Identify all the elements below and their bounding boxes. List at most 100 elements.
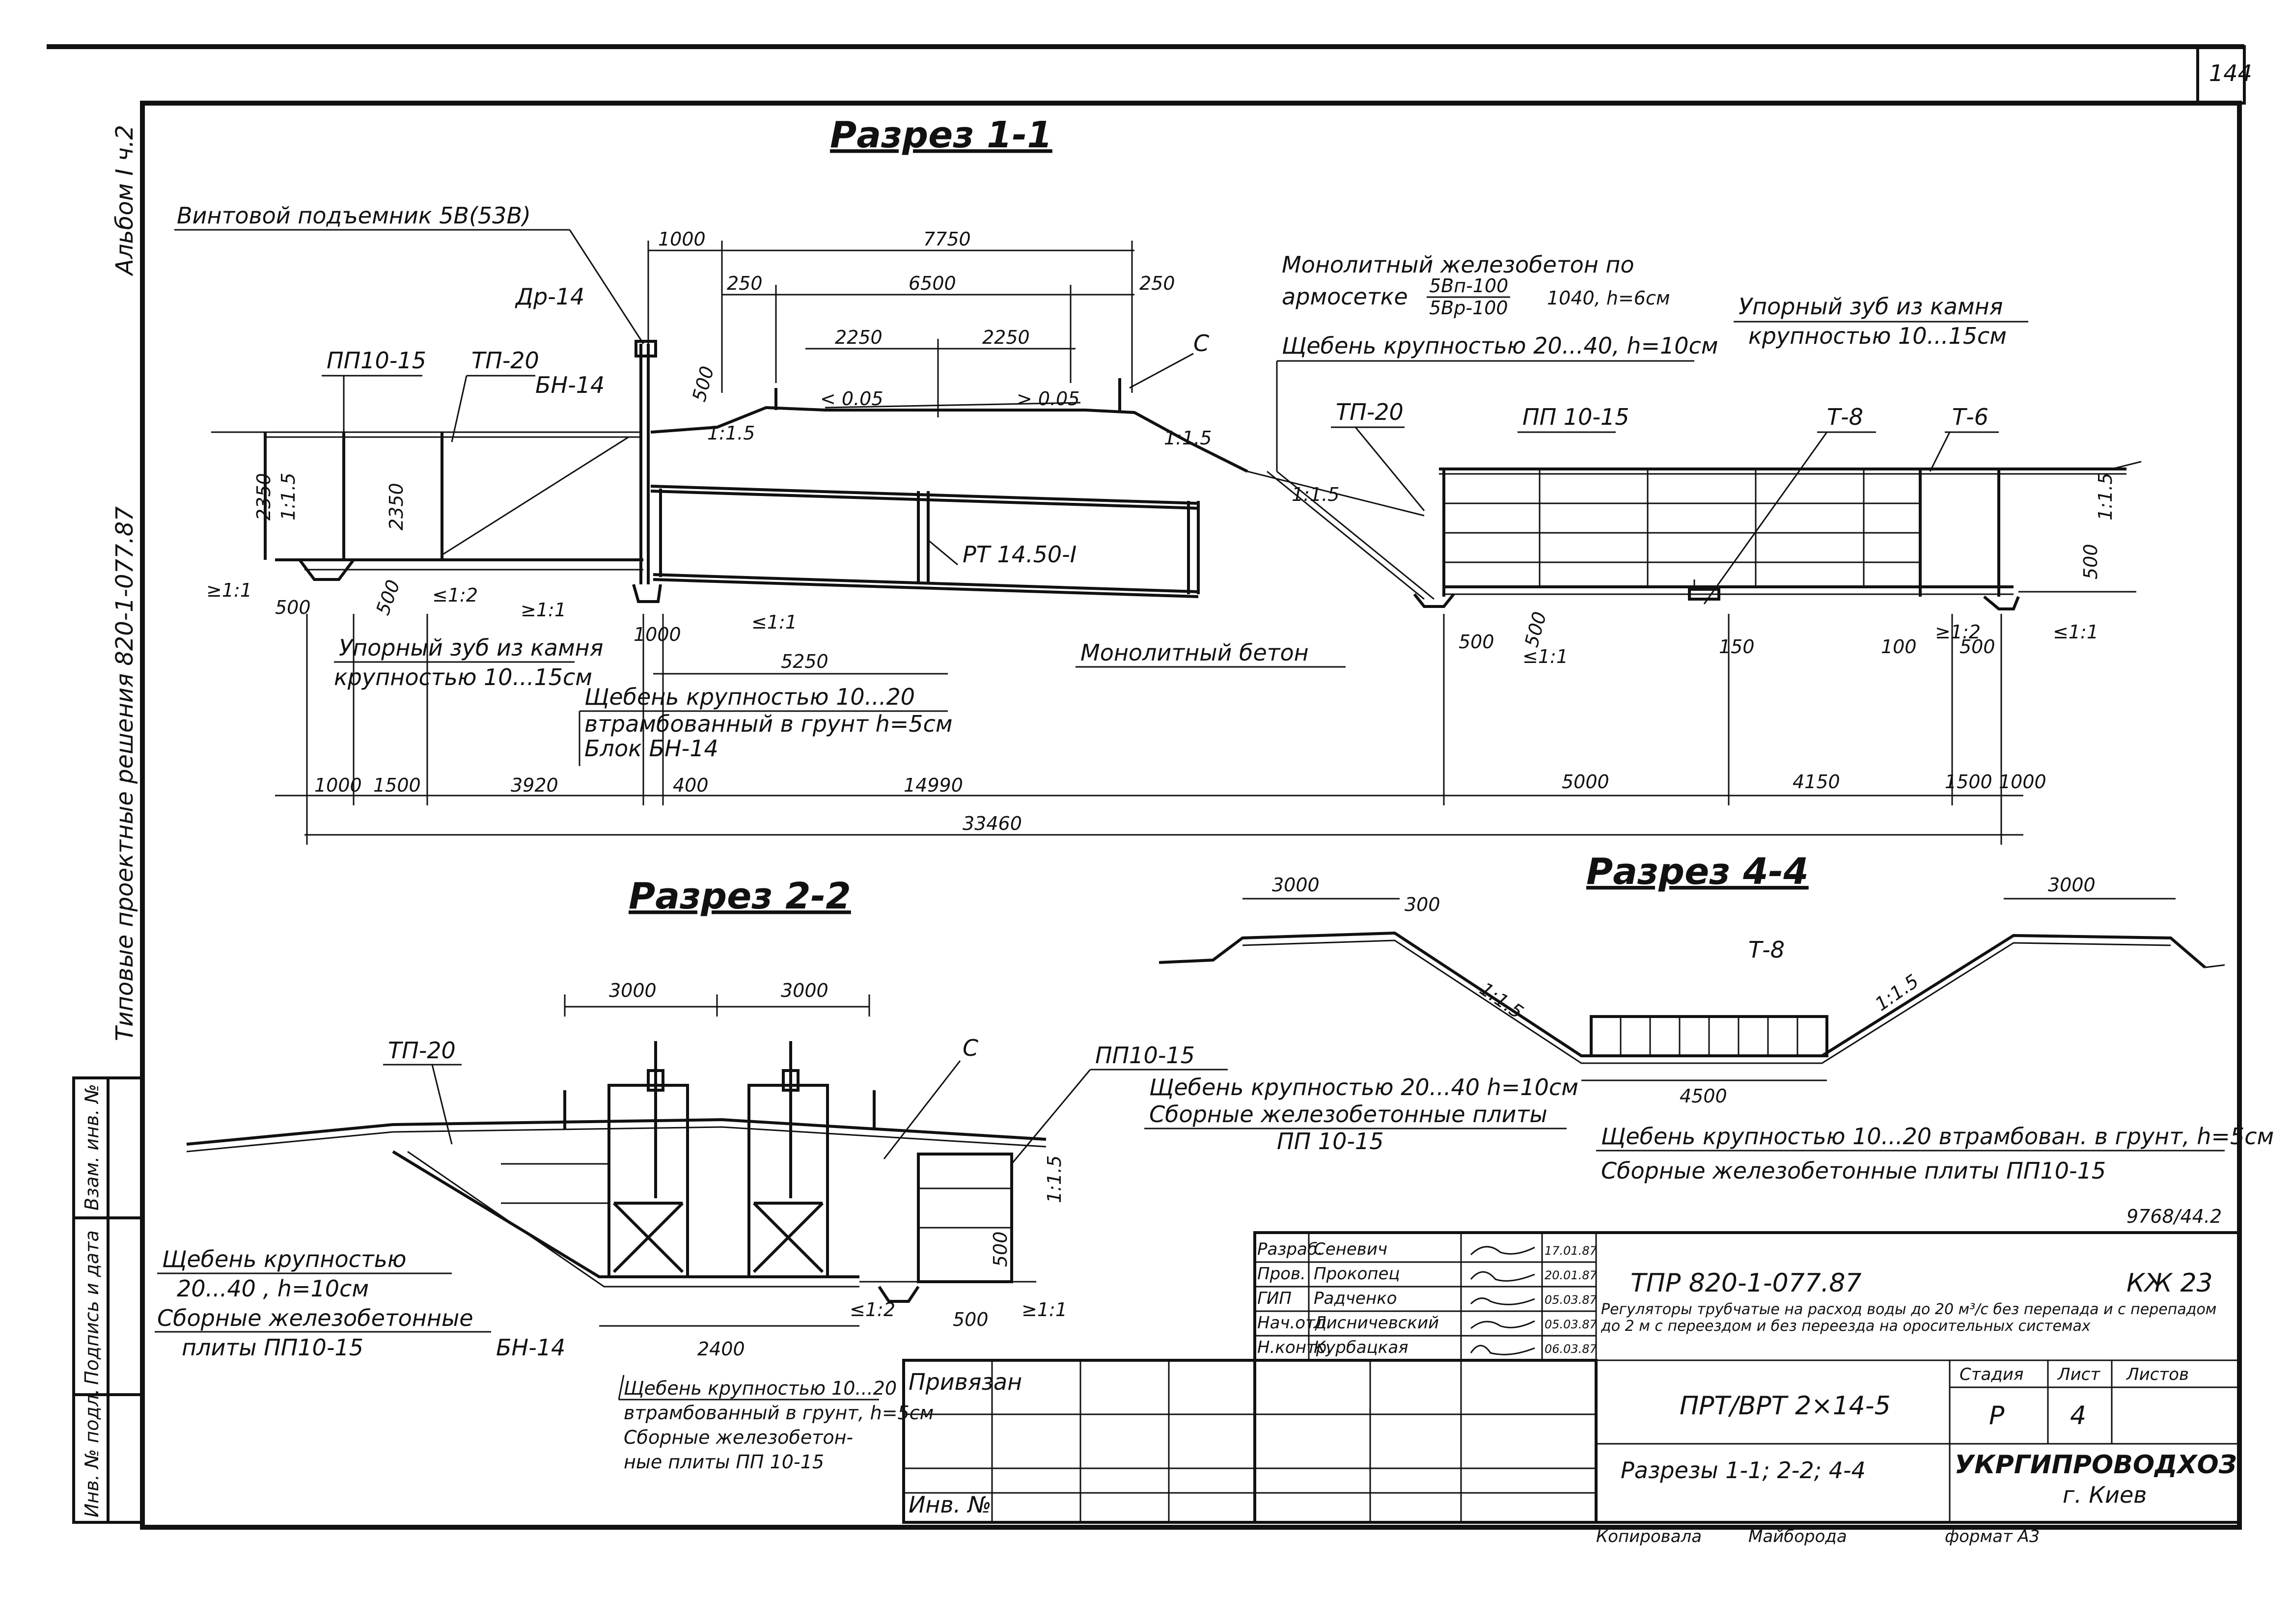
date-1: 20.01.87 [1545, 1268, 1598, 1282]
sheet-code: КЖ 23 [2126, 1268, 2213, 1298]
s22-bot-2: втрамбованный в грунт, h=5см [624, 1402, 934, 1424]
dim-bot-3920: 3920 [511, 774, 558, 796]
top-dimensions: 1000 7750 250 6500 250 2250 2250 500 [647, 228, 1175, 427]
dim-mid-500b: 500 [372, 577, 404, 618]
section-1-1: Разрез 1-1 Винтовой подъемник 5В(53В) 10… [174, 114, 2142, 845]
dim-mid-5250: 5250 [781, 651, 828, 672]
inv-no: Инв. № [909, 1491, 992, 1518]
mono-concrete: Монолитный бетон [1080, 639, 1309, 666]
dim-mid-slope: 1:1.5 [277, 473, 299, 521]
label-dr14: Др-14 [515, 283, 584, 310]
side-replace: Взам. инв. № [81, 1084, 103, 1211]
name-1: Прокопец [1314, 1264, 1400, 1284]
dim-mid-slope-r: 1:1.5 [2095, 473, 2116, 521]
sheet-value: 4 [2070, 1401, 2086, 1431]
dim-bot-1000a: 1000 [314, 774, 362, 796]
dim-bot-1500a: 1500 [373, 774, 421, 796]
stage-value: Р [1989, 1401, 2005, 1431]
slope-r6: 1:1.5 [1164, 427, 1212, 449]
mesh-top: 5Вп-100 [1429, 275, 1508, 297]
s44-t8: Т-8 [1748, 936, 1785, 963]
content: Разрезы 1-1; 2-2; 4-4 [1621, 1457, 1866, 1484]
label-tp2: ТП-20 [1336, 399, 1404, 425]
side-series: Типовые проектные решения 820-1-077.87 [111, 506, 138, 1041]
label-pp2: ПП 10-15 [1522, 404, 1629, 430]
dim-bot-4150: 4150 [1793, 771, 1840, 793]
s22-bot-1: Щебень крупностью 10...20 [624, 1377, 897, 1399]
description: Регуляторы трубчатые на расход воды до 2… [1601, 1301, 2217, 1335]
gravel-bottom-2: втрамбованный в грунт h=5см [584, 711, 953, 737]
s22-dim-slope: 1:1.5 [1044, 1156, 1065, 1203]
s22-tp: ТП-20 [388, 1037, 456, 1064]
s22-bot-4: ные плиты ПП 10-15 [624, 1451, 824, 1473]
dim-top-500: 500 [688, 364, 718, 404]
slope-r4: ≤1:1 [751, 611, 797, 633]
stop-tooth-left-1: Упорный зуб из камня [339, 634, 603, 661]
name-4: Курбацкая [1314, 1338, 1408, 1357]
s44-dim-300: 300 [1405, 894, 1440, 915]
monolith-line3: 1040, h=6см [1547, 287, 1670, 309]
gravel-top: Щебень крупностью 20...40, h=10см [1282, 332, 1718, 359]
dim-mid-500d: 500 [1520, 609, 1550, 649]
dim-top-250b: 250 [1139, 273, 1175, 294]
dim-bot-14990: 14990 [904, 774, 963, 796]
slope-r8: ≤1:1 [1522, 646, 1568, 667]
item-code: ПРТ/ВРТ 2×14-5 [1680, 1391, 1891, 1421]
slope-r2: ≤1:2 [432, 584, 478, 606]
dim-bot-1000b: 1000 [1999, 771, 2046, 793]
dim-mid-500e: 500 [1960, 636, 1995, 658]
label-t8: Т-8 [1827, 404, 1863, 430]
slope-r9: ≥1:2 [1935, 621, 1981, 643]
dim-bot-400: 400 [673, 774, 709, 796]
label-t6: Т-6 [1952, 404, 1988, 430]
org-name: УКРГИПРОВОДХОЗ [1955, 1450, 2237, 1480]
dim-bot-5000: 5000 [1562, 771, 1609, 793]
s22-dim-3000a: 3000 [609, 980, 657, 1001]
s22-bot-3: Сборные железобетон- [624, 1427, 853, 1448]
s22-bn: БН-14 [496, 1334, 565, 1361]
slope-r1: ≥1:1 [206, 579, 252, 601]
dim-top-6500: 6500 [909, 273, 956, 294]
slope-ratios: ≥1:1 ≤1:2 ≥1:1 ≤1:1 1:1.5 1:1.5 1:1.5 ≤1… [206, 422, 2098, 667]
dim-mid-2350a: 2350 [253, 473, 275, 521]
dim-mid-150: 150 [1719, 636, 1755, 658]
slope-r5: 1:1.5 [707, 422, 755, 444]
slope-r10: ≤1:1 [2053, 621, 2098, 643]
dim-mid-100: 100 [1881, 636, 1917, 658]
sheet-header: Лист [2057, 1365, 2100, 1384]
role-2: ГИП [1257, 1289, 1292, 1308]
s44-slope-l: 1:1.5 [1476, 978, 1527, 1023]
date-0: 17.01.87 [1545, 1244, 1598, 1258]
gravel-bottom-1: Щебень крупностью 10...20 [584, 684, 915, 710]
name-0: Сеневич [1314, 1239, 1387, 1259]
s22-slope-2: ≥1:1 [1021, 1299, 1067, 1321]
dim-top-1000: 1000 [658, 228, 706, 250]
slope-right: > 0.05 [1017, 388, 1080, 410]
side-strip: Альбом I ч.2 Типовые проектные решения 8… [72, 125, 144, 1524]
section-1-1-title: Разрез 1-1 [830, 114, 1052, 156]
side-sign: Подпись и дата [81, 1230, 103, 1385]
s22-gravel-pp-1: Щебень крупностью 20...40 h=10см [1149, 1074, 1578, 1101]
side-inv: Инв. № подл. [81, 1389, 103, 1517]
mesh-bottom: 5Вр-100 [1429, 297, 1508, 319]
bottom-dimensions: 1000 1500 3920 400 14990 5000 4150 1500 … [275, 614, 2046, 845]
role-3: Нач.отд. [1257, 1313, 1332, 1333]
s22-pp: ПП10-15 [1095, 1042, 1195, 1069]
s22-gravel-1: Щебень крупностью [162, 1246, 407, 1272]
s22-dim-2400: 2400 [697, 1338, 745, 1360]
stop-tooth-right-2: крупностью 10...15см [1748, 323, 2007, 349]
date-4: 06.03.87 [1545, 1342, 1598, 1356]
slope-r3: ≥1:1 [521, 599, 566, 621]
dim-mid-1000: 1000 [634, 624, 681, 645]
dim-top-2250b: 2250 [982, 327, 1030, 348]
sheets-header: Листов [2125, 1365, 2189, 1384]
s44-dim-3000a: 3000 [1272, 874, 1320, 896]
sheet-frame: 144 [47, 44, 2252, 1530]
s22-gravel-pp-2: Сборные железобетонные плиты [1149, 1101, 1547, 1128]
s44-dim-3000b: 3000 [2048, 874, 2096, 896]
project-code: ТПР 820-1-077.87 [1630, 1268, 1862, 1298]
side-album: Альбом I ч.2 [111, 125, 138, 276]
copied-label: Копировала [1596, 1527, 1702, 1546]
date-3: 05.03.87 [1545, 1318, 1598, 1331]
